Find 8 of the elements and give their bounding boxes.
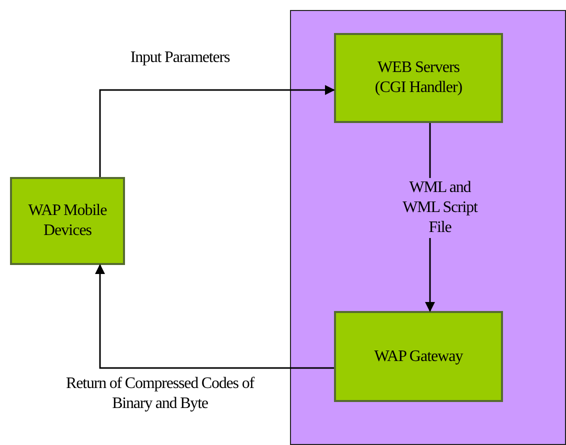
edge-label: Return of Compressed Codes of Binary and Byte xyxy=(65,374,256,414)
process-box: WAP Gateway xyxy=(334,311,503,402)
arrow xyxy=(99,85,335,177)
arrow xyxy=(95,264,334,369)
edge-label: Input Parameters xyxy=(129,48,231,68)
process-box: WEB Servers (CGI Handler) xyxy=(334,33,503,123)
panel-background xyxy=(290,10,566,445)
process-box: WAP Mobile Devices xyxy=(10,177,125,265)
